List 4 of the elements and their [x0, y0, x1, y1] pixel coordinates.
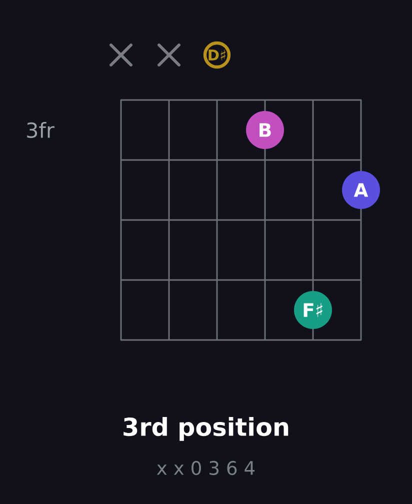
fingering-text: x x 0 3 6 4 [156, 460, 255, 476]
open-string-ring: D♯ [203, 41, 231, 69]
chord-title: 3rd position [124, 417, 288, 441]
fret-number: 3fr [27, 122, 54, 138]
